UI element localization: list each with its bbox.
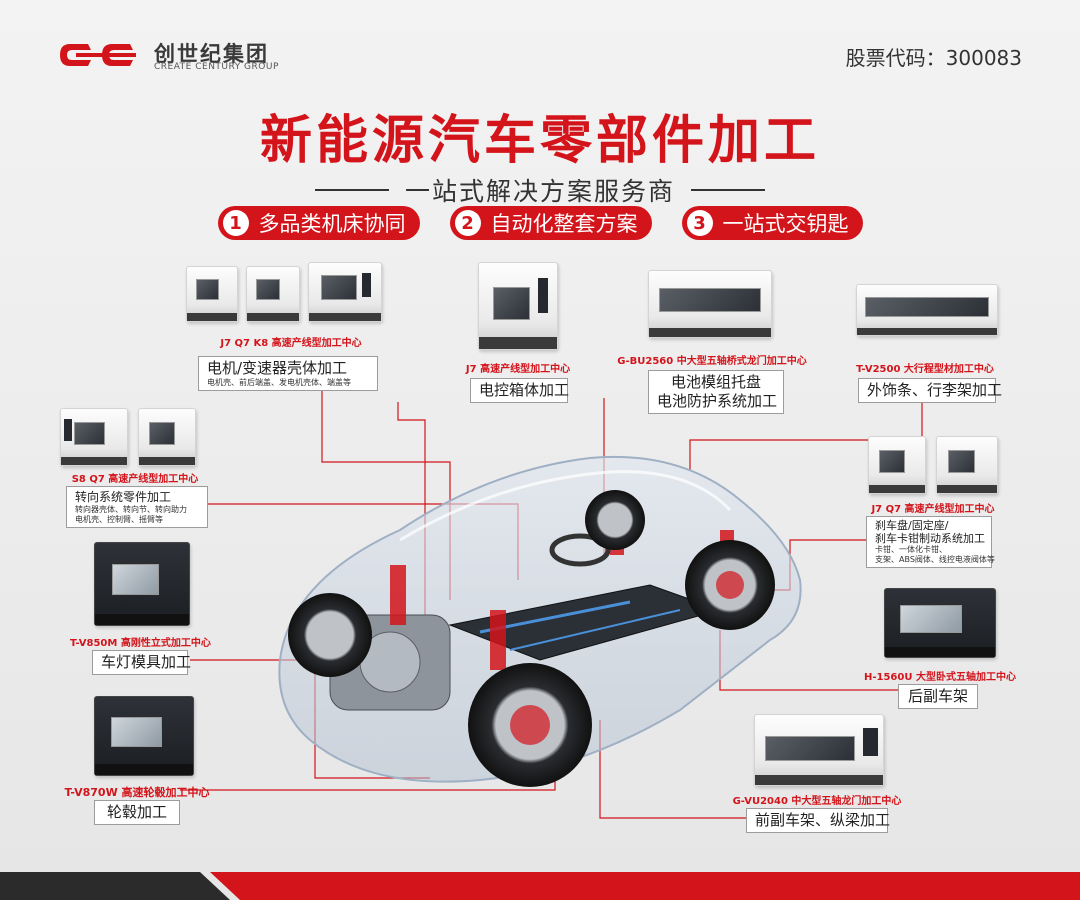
feature-number: 2 <box>454 210 481 236</box>
machine-caption: T-V850M 高刚性立式加工中心 <box>70 638 211 649</box>
feature-number: 3 <box>686 210 713 236</box>
feature-label: 一站式交钥匙 <box>722 212 849 236</box>
cc-logo-icon <box>60 44 136 66</box>
part-label-main: 后副车架 <box>907 687 968 705</box>
machine-j7-single-image <box>478 262 558 350</box>
rear-left-wheel <box>585 490 645 550</box>
feature-pills: 1 多品类机床协同 2 自动化整套方案 3 一站式交钥匙 <box>0 206 1080 240</box>
subtitle-divider-right <box>691 189 765 191</box>
part-label-main: 刹车盘/固定座/ <box>875 519 949 532</box>
part-label-detail: 支架、ABS阀体、线控电液阀体等 <box>875 555 995 564</box>
machine-caption: J7 Q7 高速产线型加工中心 <box>871 504 995 515</box>
part-label-main: 刹车卡钳制动系统加工 <box>875 532 985 545</box>
machine-caption: S8 Q7 高速产线型加工中心 <box>71 474 199 485</box>
part-label-detail: 转向器壳体、转向节、转向助力 <box>75 505 187 514</box>
part-label-battery-tray: 电池模组托盘 电池防护系统加工 <box>648 370 784 414</box>
part-label-main: 电控箱体加工 <box>479 381 570 399</box>
machine-gvu2040-image <box>754 714 884 786</box>
machine-j7-right-image <box>868 436 926 494</box>
machine-s8-image <box>60 408 128 466</box>
front-right-spring <box>490 610 506 670</box>
subtitle-divider-left <box>314 189 389 191</box>
subtitle-row: 一站式解决方案服务商 <box>0 172 1080 208</box>
feature-pill-2: 2 自动化整套方案 <box>449 206 652 240</box>
machine-caption: J7 Q7 K8 高速产线型加工中心 <box>220 338 362 349</box>
feature-pill-3: 3 一站式交钥匙 <box>681 206 863 240</box>
part-label-main: 车灯模具加工 <box>101 653 192 671</box>
machine-caption: T-V2500 大行程型材加工中心 <box>856 364 994 375</box>
brand-name-en: CREATE CENTURY GROUP <box>154 62 279 72</box>
machine-gbu2560-image <box>648 270 772 338</box>
feature-label: 多品类机床协同 <box>258 212 406 236</box>
leader-line-trim <box>689 398 923 470</box>
brand-name-cn: 创世纪集团 <box>154 42 269 66</box>
machine-j7-image <box>186 266 238 322</box>
front-left-spring <box>390 565 406 625</box>
page-subtitle: 一站式解决方案服务商 <box>404 177 675 206</box>
part-label-front-subframe: 前副车架、纵梁加工 <box>746 808 891 833</box>
front-left-wheel <box>288 593 372 677</box>
machine-tv870w-image <box>94 696 194 776</box>
machine-caption: G-VU2040 中大型五轴龙门加工中心 <box>732 796 902 807</box>
part-label-rear-subframe: 后副车架 <box>898 684 978 709</box>
machine-tv2500-image <box>856 284 998 336</box>
part-label-motor-housing: 电机/变速器壳体加工 电机壳、前后端盖、发电机壳体、端盖等 <box>198 356 378 391</box>
machine-caption: J7 高速产线型加工中心 <box>465 364 571 375</box>
rear-brake-caliper <box>716 571 744 599</box>
brand-logo: 创世纪集团 CREATE CENTURY GROUP <box>58 38 298 74</box>
footer-stripe <box>0 872 1080 900</box>
machine-k8-image <box>308 262 382 322</box>
part-label-lamp-mold: 车灯模具加工 <box>92 650 192 675</box>
part-label-steering: 转向系统零件加工 转向器壳体、转向节、转向助力 电机壳、控制臂、摇臂等 <box>66 486 208 528</box>
part-label-detail: 电机壳、前后端盖、发电机壳体、端盖等 <box>207 378 351 387</box>
machine-q7-right-image <box>936 436 998 494</box>
machine-tv850m-image <box>94 542 190 626</box>
feature-pill-1: 1 多品类机床协同 <box>217 206 420 240</box>
part-label-detail: 电机壳、控制臂、摇臂等 <box>75 515 163 524</box>
part-label-ecu-box: 电控箱体加工 <box>470 378 570 403</box>
machine-caption: H-1560U 大型卧式五轴加工中心 <box>864 672 1016 683</box>
part-label-main: 前副车架、纵梁加工 <box>755 811 891 829</box>
part-label-detail: 卡钳、一体化卡钳、 <box>875 545 947 554</box>
machine-caption: G-BU2560 中大型五轴桥式龙门加工中心 <box>617 356 807 367</box>
part-label-main: 电机/变速器壳体加工 <box>207 359 348 377</box>
page-title: 新能源汽车零部件加工 <box>259 111 820 171</box>
car-chassis-illustration <box>278 455 802 787</box>
part-label-main: 电池模组托盘 <box>670 373 761 391</box>
part-label-main: 电池防护系统加工 <box>657 392 778 410</box>
part-label-trim-rack: 外饰条、行李架加工 <box>858 378 1003 403</box>
part-label-main: 外饰条、行李架加工 <box>867 381 1003 399</box>
front-brake-caliper <box>510 705 550 745</box>
stock-code: 股票代码：300083 <box>845 46 1022 70</box>
feature-label: 自动化整套方案 <box>490 212 638 236</box>
machine-q7-image <box>246 266 300 322</box>
part-label-main: 转向系统零件加工 <box>75 490 172 504</box>
steering-wheel <box>549 533 611 567</box>
part-label-brake: 刹车盘/固定座/ 刹车卡钳制动系统加工 卡钳、一体化卡钳、 支架、ABS阀体、线… <box>866 516 995 568</box>
part-label-wheel-hub: 轮毂加工 <box>94 800 180 825</box>
machine-h1560u-image <box>884 588 996 658</box>
part-label-main: 轮毂加工 <box>106 803 167 821</box>
harness-line <box>509 609 681 651</box>
leader-line-front-subframe <box>599 720 746 819</box>
machine-caption: T-V870W 高速轮毂加工中心 <box>64 786 210 799</box>
feature-number: 1 <box>222 210 249 236</box>
machine-q7-left-image <box>138 408 196 466</box>
car-window-line <box>399 470 732 542</box>
